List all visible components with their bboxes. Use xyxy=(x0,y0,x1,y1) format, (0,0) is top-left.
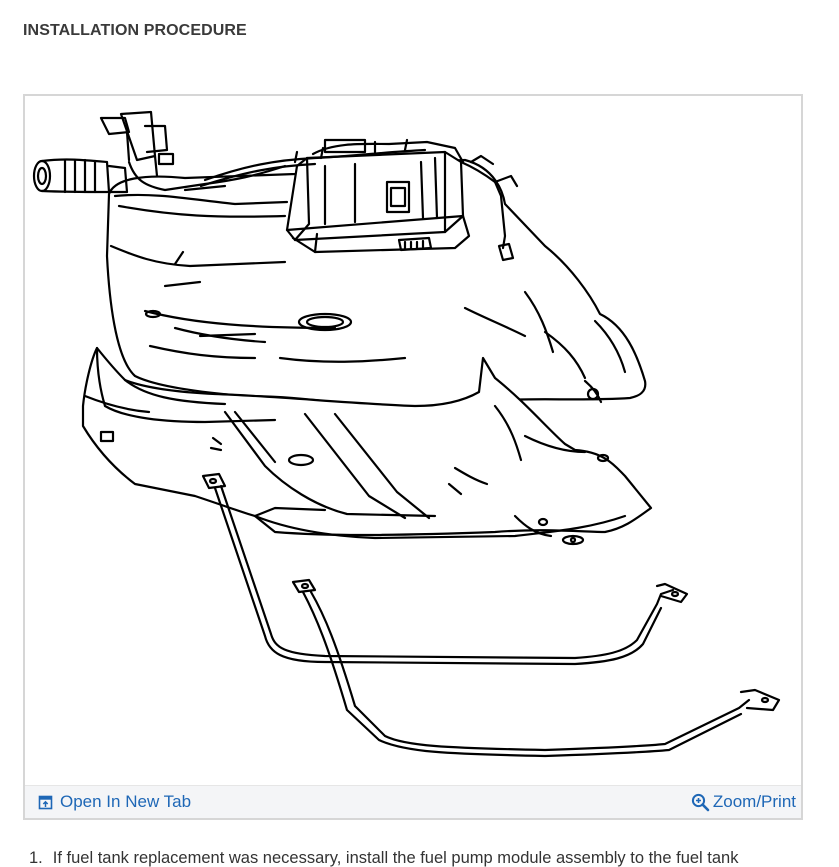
open-in-new-tab-link[interactable]: Open In New Tab xyxy=(38,792,191,812)
fuel-pump-module xyxy=(285,138,471,254)
zoom-print-label: Zoom/Print xyxy=(712,792,796,811)
zoom-print-link[interactable]: Zoom/Print xyxy=(691,792,796,812)
filler-neck xyxy=(32,110,287,194)
fuel-tank-illustration xyxy=(32,110,781,758)
figure-frame: Open In New Tab Zoom/Print xyxy=(23,94,803,820)
open-in-new-tab-icon xyxy=(38,795,53,809)
zoom-in-icon xyxy=(691,793,710,811)
fuel-tank-strap-front xyxy=(201,472,689,666)
step-item: 1. If fuel tank replacement was necessary… xyxy=(29,849,738,867)
fuel-tank xyxy=(105,158,647,420)
step-number: 1. xyxy=(29,849,43,867)
step-description: If fuel tank replacement was necessary, … xyxy=(52,849,739,867)
open-in-new-tab-label: Open In New Tab xyxy=(60,792,192,811)
fuel-tank-strap-rear xyxy=(291,578,781,758)
figure-toolbar: Open In New Tab Zoom/Print xyxy=(25,785,801,818)
fuel-tank-shield xyxy=(81,346,653,546)
section-heading: INSTALLATION PROCEDURE xyxy=(23,22,247,39)
wiring-harness xyxy=(199,138,519,262)
